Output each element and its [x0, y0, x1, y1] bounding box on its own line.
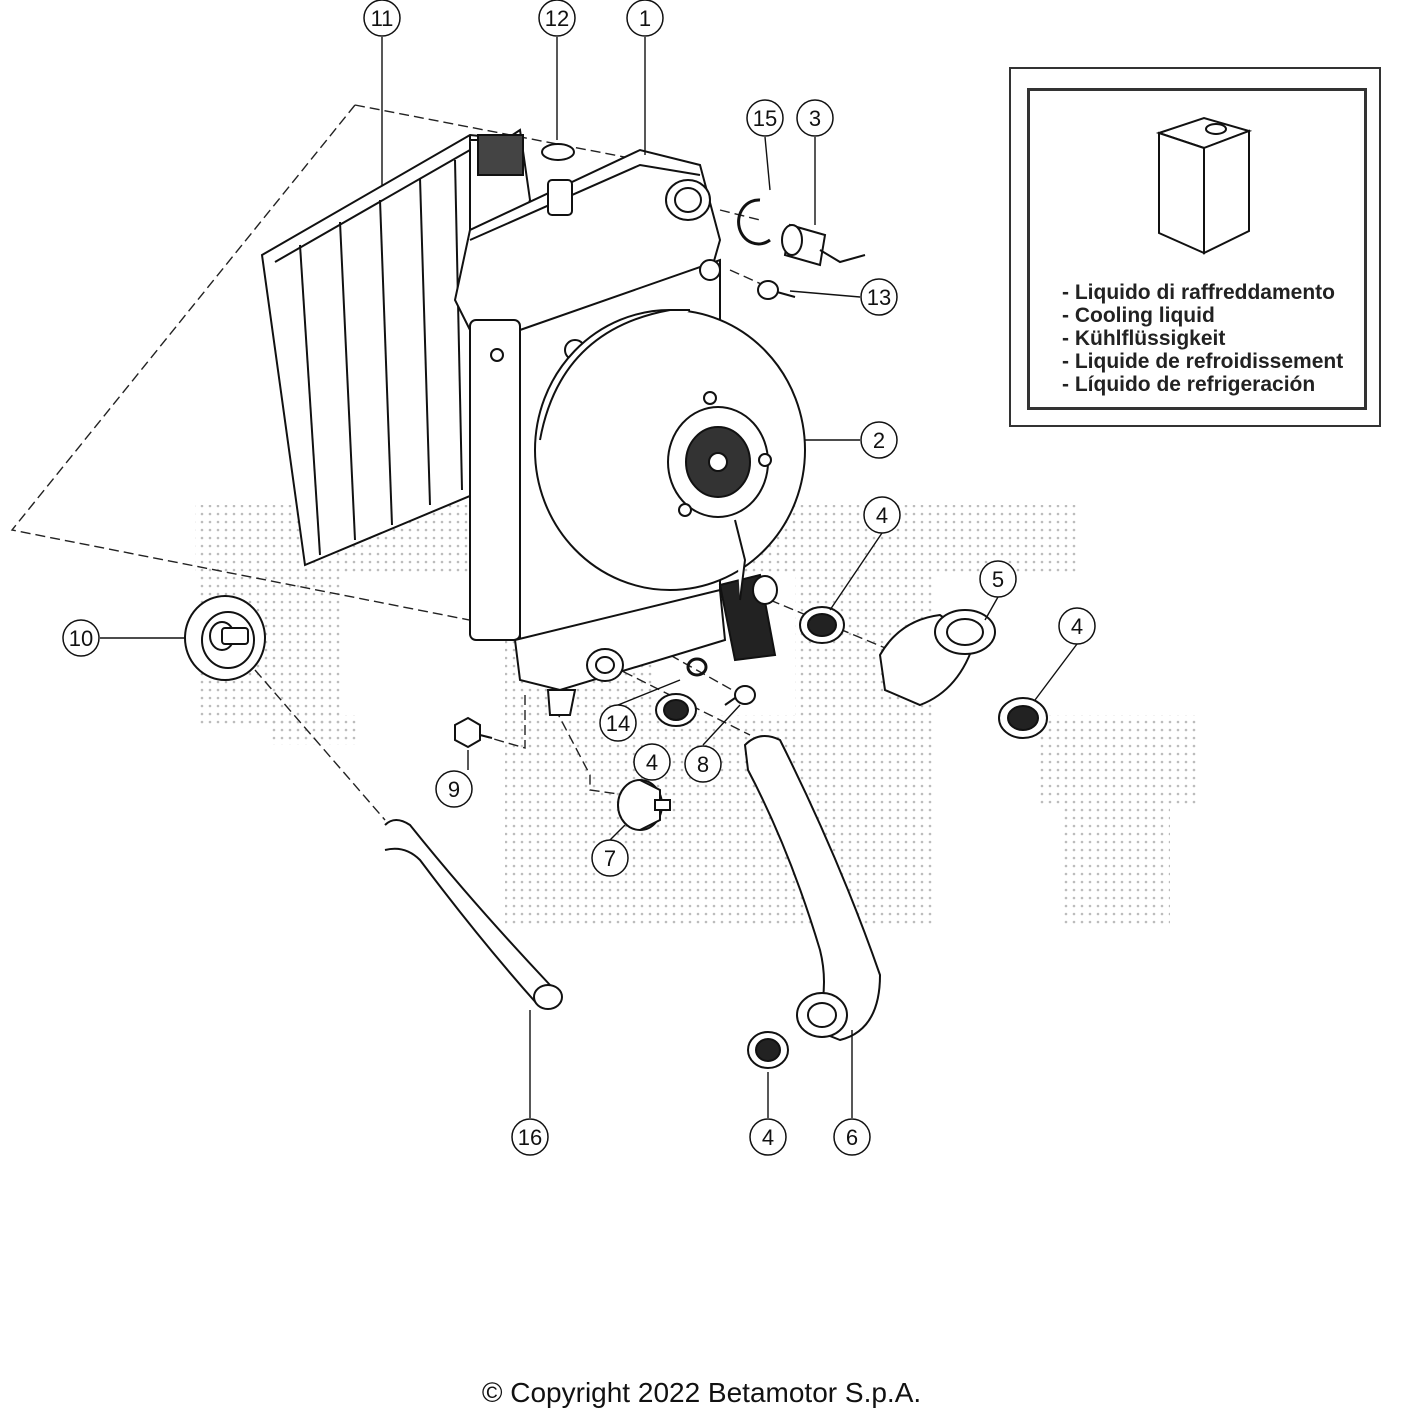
hose-clamp-b: [998, 697, 1048, 739]
callout-4a-label: 4: [876, 503, 888, 528]
cooling-fan: [534, 309, 806, 662]
callout-13-label: 13: [867, 285, 891, 310]
legend-line-de: Kühlflüssigkeit: [1062, 327, 1343, 350]
legend-line-fr: Liquide de refroidissement: [1062, 350, 1343, 373]
copyright-notice: © Copyright 2022 Betamotor S.p.A.: [481, 1377, 922, 1408]
legend-line-it: Liquido di raffreddamento: [1062, 281, 1343, 304]
legend-line-es: Líquido de refrigeración: [1062, 373, 1343, 396]
screw-8: [724, 685, 756, 706]
callout-1-label: 1: [639, 6, 651, 31]
callout-13: 13: [860, 278, 898, 316]
callout-14-label: 14: [606, 711, 630, 736]
coolant-legend-list: Liquido di raffreddamento Cooling liquid…: [1062, 281, 1343, 396]
callout-4b: 4: [1058, 607, 1096, 645]
overflow-hose: [384, 819, 563, 1010]
callout-4c-label: 4: [646, 750, 658, 775]
hose-clamp-a: [799, 606, 845, 644]
hose-clamp-d: [747, 1031, 789, 1069]
legend-line-en: Cooling liquid: [1062, 304, 1343, 327]
callout-2-label: 2: [873, 428, 885, 453]
temperature-sensor: [781, 223, 866, 267]
o-ring: [686, 657, 708, 677]
leader-lines: [100, 37, 1078, 1118]
callout-8: 8: [684, 745, 722, 783]
callout-7: 7: [591, 839, 629, 877]
callout-15-label: 15: [753, 106, 777, 131]
callout-12: 12: [538, 0, 576, 37]
fan-connector: [734, 519, 778, 605]
callout-12-label: 12: [545, 6, 569, 31]
callout-9-label: 9: [448, 777, 460, 802]
coolant-legend-frame: Liquido di raffreddamento Cooling liquid…: [1027, 88, 1367, 410]
callout-15: 15: [746, 99, 784, 137]
circlip: [737, 198, 771, 246]
callout-4d: 4: [749, 1118, 787, 1156]
callout-10-label: 10: [69, 626, 93, 651]
callout-4b-label: 4: [1071, 614, 1083, 639]
callout-16-label: 16: [518, 1125, 542, 1150]
callout-14: 14: [599, 704, 637, 742]
lower-hose: [743, 735, 882, 1042]
screw-13: [757, 280, 796, 300]
callout-9: 9: [435, 770, 473, 808]
callout-3-label: 3: [809, 106, 821, 131]
bolt-9: [454, 716, 493, 749]
callout-11: 11: [363, 0, 401, 37]
callout-6: 6: [833, 1118, 871, 1156]
rubber-mount: [617, 779, 671, 831]
coolant-legend: Liquido di raffreddamento Cooling liquid…: [1009, 67, 1381, 427]
callout-8-label: 8: [697, 752, 709, 777]
callout-1: 1: [626, 0, 664, 37]
elbow-hose: [878, 609, 996, 707]
callout-10: 10: [62, 619, 100, 657]
callout-11-label: 11: [371, 6, 394, 31]
callout-6-label: 6: [846, 1125, 858, 1150]
callout-3: 3: [796, 99, 834, 137]
callout-5: 5: [979, 560, 1017, 598]
callout-5-label: 5: [992, 567, 1004, 592]
coolant-can-icon: [1155, 116, 1253, 255]
callout-4d-label: 4: [762, 1125, 774, 1150]
callout-7-label: 7: [604, 846, 616, 871]
callout-2: 2: [860, 421, 898, 459]
callout-4c: 4: [633, 743, 671, 781]
hose-clamp-c: [655, 693, 697, 727]
callout-4a: 4: [863, 496, 901, 534]
radiator-cap: [184, 595, 266, 681]
callout-16: 16: [511, 1118, 549, 1156]
